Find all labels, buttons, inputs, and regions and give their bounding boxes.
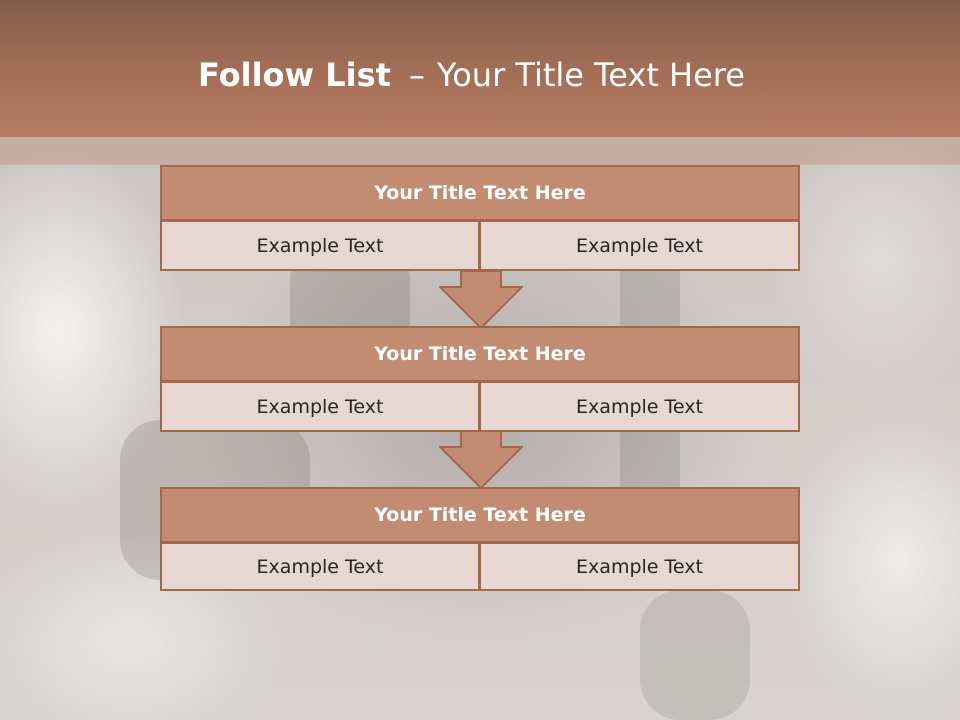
- slide-title-rest: Your Title Text Here: [436, 56, 745, 94]
- block-title: Your Title Text Here: [160, 165, 800, 221]
- header-strip: [0, 137, 960, 165]
- block-cell-right: Example Text: [480, 382, 800, 432]
- block-cell-left: Example Text: [160, 382, 480, 432]
- list-block-3: Your Title Text Here Example Text Exampl…: [160, 487, 800, 591]
- block-title: Your Title Text Here: [160, 326, 800, 382]
- slide-title: Follow List–Your Title Text Here: [0, 56, 943, 94]
- list-block-1: Your Title Text Here Example Text Exampl…: [160, 165, 800, 271]
- block-cell-left: Example Text: [160, 543, 480, 591]
- block-title: Your Title Text Here: [160, 487, 800, 543]
- block-cells: Example Text Example Text: [160, 543, 800, 591]
- header-band: [0, 0, 960, 137]
- block-cell-right: Example Text: [480, 543, 800, 591]
- block-cells: Example Text Example Text: [160, 382, 800, 432]
- down-arrow-icon: [439, 431, 523, 489]
- block-cells: Example Text Example Text: [160, 221, 800, 271]
- list-block-2: Your Title Text Here Example Text Exampl…: [160, 326, 800, 432]
- block-cell-left: Example Text: [160, 221, 480, 271]
- slide-title-separator: –: [408, 56, 425, 94]
- block-cell-right: Example Text: [480, 221, 800, 271]
- slide-title-bold: Follow List: [198, 56, 391, 94]
- down-arrow-icon: [439, 271, 523, 329]
